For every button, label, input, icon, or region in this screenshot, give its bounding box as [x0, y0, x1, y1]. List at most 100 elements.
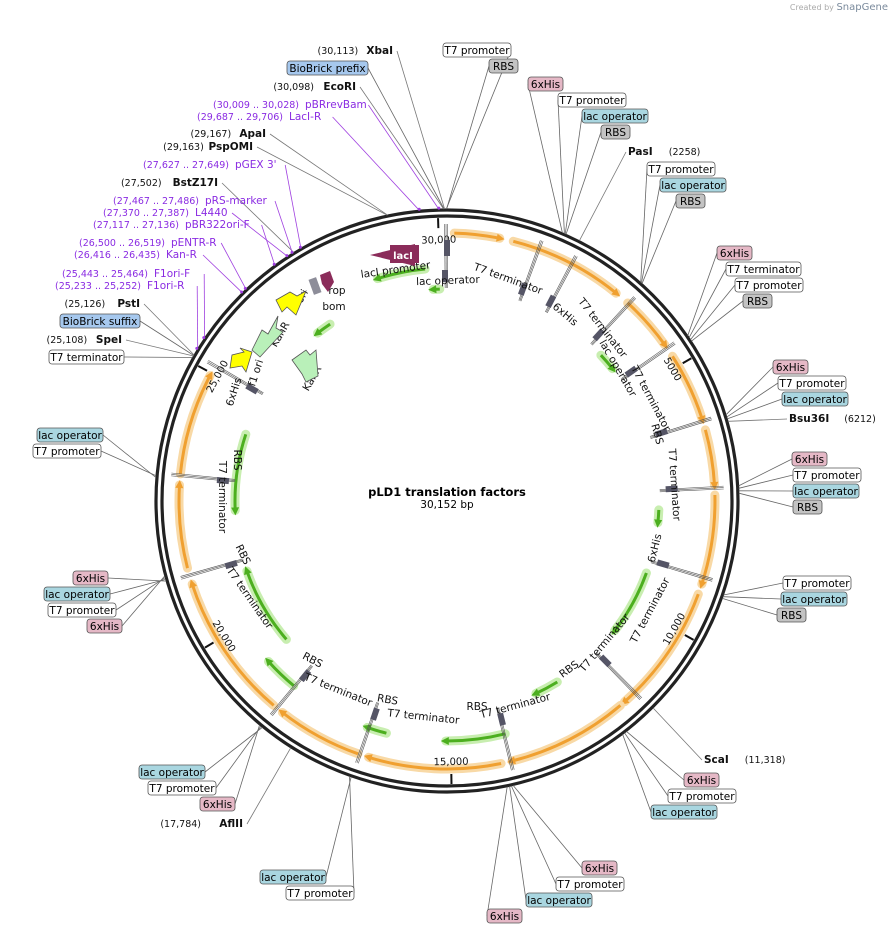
- orf-arrowhead: [278, 709, 288, 718]
- f1-ori-arrow: [229, 347, 253, 373]
- feature-box: [791, 451, 828, 467]
- site-block: [624, 365, 638, 378]
- orf-arc: [281, 711, 359, 756]
- feature-box-text: lac operator: [527, 895, 591, 907]
- primer-name: LacI-R: [289, 111, 321, 123]
- feature-leader: [640, 168, 648, 283]
- primer-leader: [196, 285, 199, 350]
- inner-feature-label: RBS: [557, 658, 581, 680]
- feature-box-rbs: RBS: [792, 499, 823, 515]
- orf-arrowhead: [205, 371, 213, 381]
- feature-box-lac: lac operator: [581, 108, 649, 124]
- feature-box: [782, 575, 852, 591]
- orf-arc-glow: [507, 700, 625, 766]
- labels-layer: XbaI(30,113)EcoRI(30,098)ApaI(29,167)Psp…: [32, 42, 876, 924]
- feature-box-rbs: RBS: [600, 124, 631, 140]
- primer-position: (27,370 .. 27,387): [103, 208, 189, 219]
- primer-f1ori-r-label: F1ori-R(25,233 .. 25,252): [55, 280, 199, 350]
- feature-box-his: 6xHis: [199, 796, 236, 812]
- orf-arrowhead: [189, 579, 197, 589]
- feature-box-rbs: RBS: [776, 607, 807, 623]
- feature-box: [286, 60, 369, 76]
- feature-leader: [725, 366, 774, 416]
- enzyme-name: XbaI: [366, 45, 393, 57]
- feature-box-text: T7 promoter: [33, 446, 100, 458]
- feature-box-t7: T7 promoter: [442, 42, 512, 58]
- enzyme-name: BstZ17I: [173, 177, 218, 189]
- feature-box-text: RBS: [781, 610, 802, 622]
- enzyme-name: EcoRI: [323, 81, 356, 93]
- green-arrowhead: [654, 519, 663, 528]
- primer-pbrrevbam-label: pBRrevBam(30,009 .. 30,028): [213, 99, 441, 210]
- feature-box-text: lac operator: [782, 594, 846, 606]
- feature-box-t7: T7 terminator: [725, 261, 802, 277]
- feature-leader: [204, 726, 263, 773]
- site-block: [497, 712, 506, 726]
- inner-feature-label: RBS: [376, 692, 399, 708]
- primer-pgex-3--label: pGEX 3'(27,627 .. 27,649): [143, 159, 302, 249]
- tick-mark: [684, 634, 695, 641]
- primer-prs-marker-label: pRS-marker(27,467 .. 27,486): [113, 195, 294, 254]
- primer-name: Kan-R: [166, 249, 197, 261]
- primer-leader: [332, 116, 420, 211]
- enzyme-leader: [727, 418, 788, 422]
- feature-box-text: lac operator: [652, 807, 716, 819]
- primer-marker: [417, 207, 421, 211]
- feature-box-text: 6xHis: [795, 454, 824, 466]
- feature-box-text: lac operator: [38, 430, 102, 442]
- feature-box: [259, 869, 327, 885]
- feature-arcs-layer: [174, 228, 720, 774]
- enzyme-name: ApaI: [239, 128, 266, 140]
- feature-box: [86, 618, 123, 634]
- feature-box: [59, 313, 141, 329]
- feature-leader: [123, 356, 193, 358]
- green-arc: [245, 570, 288, 641]
- feature-box-text: 6xHis: [490, 911, 519, 923]
- enzyme-position: (29,167): [191, 129, 232, 140]
- laci-arrow-body: [390, 245, 419, 263]
- feature-box: [442, 42, 512, 58]
- feature-leader: [722, 598, 778, 616]
- enzyme-position: (25,126): [65, 299, 106, 310]
- feature-box-text: BioBrick suffix: [63, 316, 138, 328]
- feature-box-t7: T7 promoter: [285, 885, 355, 901]
- feature-box: [525, 892, 593, 908]
- enzyme-leader: [256, 146, 388, 216]
- primer-marker: [290, 250, 294, 254]
- plasmid-name: pLD1 translation factors: [368, 485, 526, 499]
- feature-box-t7: T7 promoter: [47, 602, 117, 618]
- green-arc: [613, 572, 648, 632]
- enzyme-name: AflII: [219, 818, 243, 830]
- feature-box-text: T7 promoter: [735, 280, 802, 292]
- primer-marker: [285, 254, 289, 258]
- feature-box: [667, 788, 737, 804]
- feature-box-rbs: RBS: [488, 58, 519, 74]
- primer-marker: [437, 206, 441, 210]
- site-block: [592, 328, 605, 342]
- feature-box-his: 6xHis: [72, 570, 109, 586]
- orf-arc-glow: [620, 589, 703, 707]
- enzyme-name: PasI: [628, 146, 653, 158]
- feature-box-text: RBS: [747, 296, 768, 308]
- site-block: [654, 428, 669, 438]
- feature-box: [581, 108, 649, 124]
- feature-box-lac: lac operator: [36, 427, 104, 443]
- feature-box-text: T7 promoter: [558, 95, 625, 107]
- feature-leader: [527, 83, 563, 233]
- leader-lines-layer: [100, 49, 794, 917]
- feature-box-lac: lac operator: [659, 177, 727, 193]
- feature-leader: [557, 99, 565, 234]
- feature-box: [781, 391, 849, 407]
- feature-leader: [325, 776, 352, 878]
- orf-arrowhead: [175, 480, 184, 489]
- site-block: [299, 669, 312, 683]
- ori-arrow: [275, 290, 307, 316]
- feature-box-text: 6xHis: [531, 79, 560, 91]
- primer-name: pRS-marker: [205, 195, 268, 207]
- feature-box-text: T7 promoter: [148, 783, 215, 795]
- feature-leader: [723, 582, 784, 596]
- feature-leader: [726, 382, 779, 418]
- feature-box: [792, 483, 860, 499]
- tick-mark: [204, 641, 215, 649]
- primer-position: (27,627 .. 27,649): [143, 160, 229, 171]
